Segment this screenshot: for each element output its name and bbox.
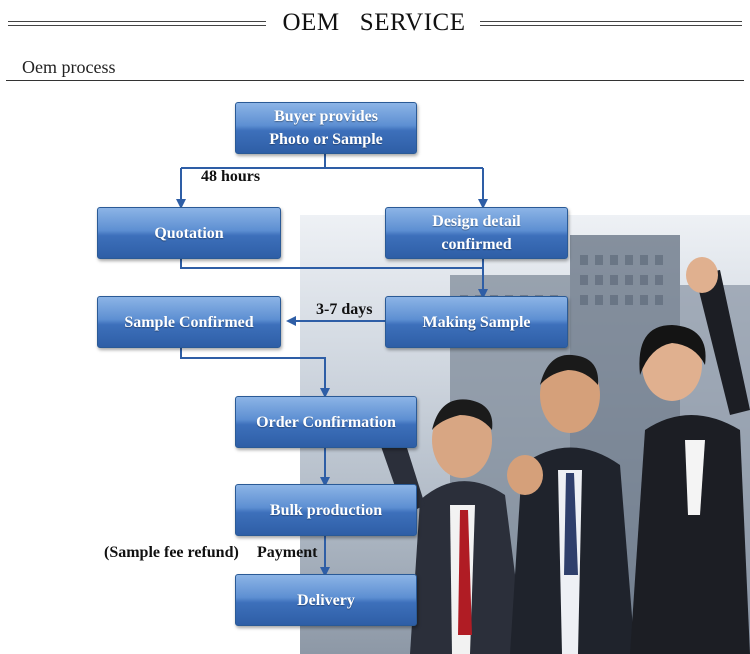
step-design-detail-line2: confirmed (441, 236, 512, 253)
step-delivery-label: Delivery (297, 591, 355, 609)
section-label: Oem process (22, 57, 116, 77)
title-rule-left (8, 21, 266, 26)
label-48-hours: 48 hours (201, 168, 261, 185)
step-making-sample-label: Making Sample (422, 313, 531, 331)
step-order-confirmation-label: Order Confirmation (256, 413, 396, 431)
label-3-7-days: 3-7 days (316, 301, 373, 318)
step-quotation-label: Quotation (154, 224, 224, 242)
step-design-detail: Design detail confirmed (385, 207, 568, 259)
title-rule-right (480, 21, 742, 26)
step-sample-confirmed-label: Sample Confirmed (124, 313, 254, 331)
step-order-confirmation: Order Confirmation (235, 396, 417, 448)
step-bulk-production-label: Bulk production (269, 501, 383, 519)
step-buyer-provides: Buyer provides Photo or Sample (235, 102, 417, 154)
label-sample-fee-refund: (Sample fee refund) (104, 544, 239, 561)
step-buyer-provides-line1: Buyer provides (274, 108, 378, 125)
step-quotation: Quotation (97, 207, 281, 259)
step-design-detail-line1: Design detail (432, 213, 521, 230)
step-sample-confirmed: Sample Confirmed (97, 296, 281, 348)
step-buyer-provides-line2: Photo or Sample (269, 131, 383, 148)
label-payment: Payment (257, 544, 318, 561)
step-making-sample: Making Sample (385, 296, 568, 348)
section-divider (6, 80, 744, 81)
page-title: OEM SERVICE (282, 9, 466, 36)
person-right (630, 257, 750, 654)
step-delivery: Delivery (235, 574, 417, 626)
step-bulk-production: Bulk production (235, 484, 417, 536)
person-middle (507, 354, 635, 654)
